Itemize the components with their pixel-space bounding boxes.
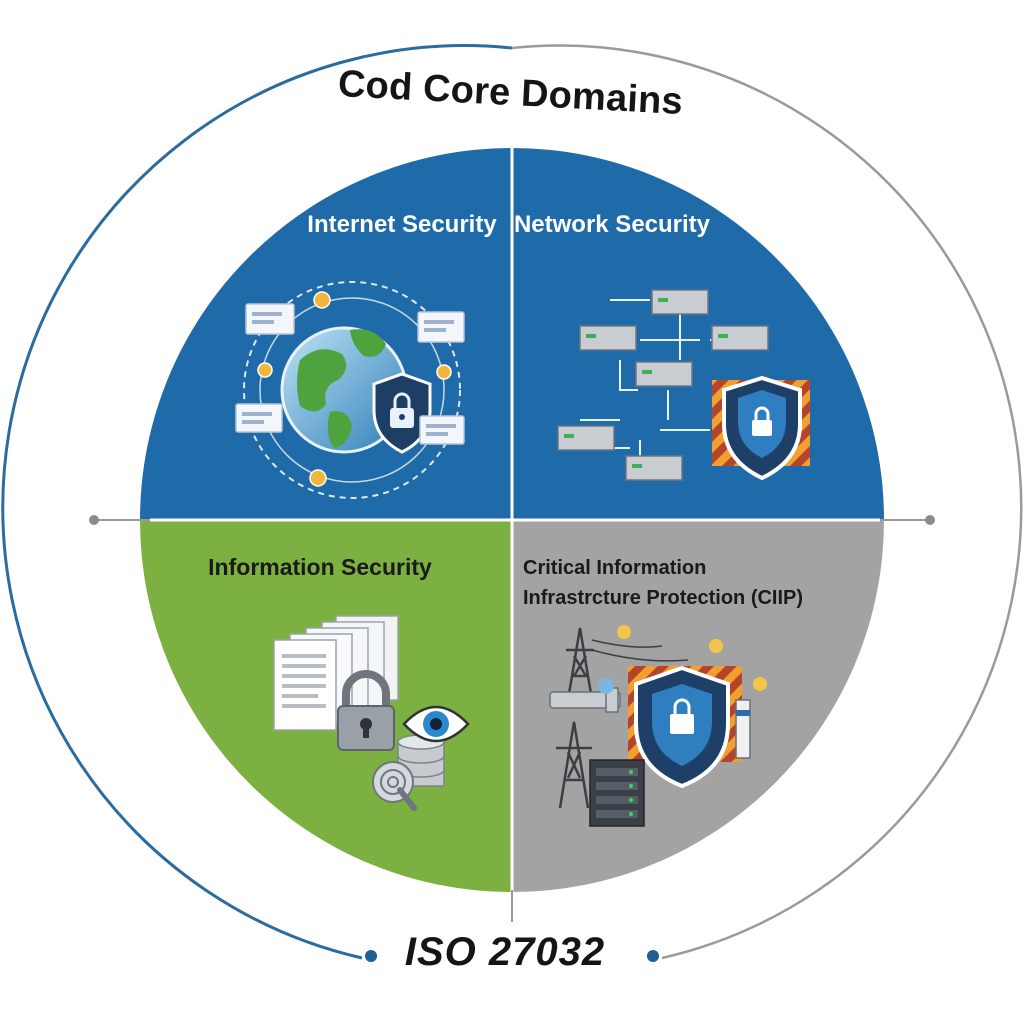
server-rack-icon	[589, 759, 645, 827]
shield-lock-icon	[372, 372, 432, 454]
ciip-illustration	[549, 625, 767, 827]
information-security-illustration	[273, 615, 470, 811]
shield-lock-icon	[722, 375, 802, 481]
factory-icon	[617, 625, 767, 759]
fingerprint-icon	[372, 761, 417, 811]
internet-security-label: Internet Security	[307, 211, 497, 238]
pipeline-icon	[549, 687, 621, 713]
ciip-label-line2: Infrastrcture Protection (CIIP)	[523, 587, 804, 609]
shield-lock-icon	[634, 665, 730, 789]
network-security-label: Network Security	[513, 211, 711, 238]
axis-dot-left	[89, 515, 99, 525]
ciip-label: Critical Information Infrastrcture Prote…	[523, 553, 883, 613]
outer-ring-left	[1, 44, 513, 960]
padlock-icon	[337, 670, 395, 751]
ciip-label-line1: Critical Information	[523, 557, 707, 579]
outer-ring-right	[511, 44, 1023, 960]
standard-label: ISO 27032	[404, 930, 606, 974]
browser-window-icon	[235, 303, 465, 445]
eye-icon	[402, 705, 470, 743]
internet-security-illustration	[235, 281, 465, 499]
axis-dot-right	[925, 515, 935, 525]
ring-dot-left	[365, 950, 377, 962]
power-tower-icon	[556, 627, 594, 809]
information-security-label: Information Security	[208, 554, 432, 580]
network-security-illustration	[557, 289, 810, 481]
ring-dot-right	[647, 950, 659, 962]
